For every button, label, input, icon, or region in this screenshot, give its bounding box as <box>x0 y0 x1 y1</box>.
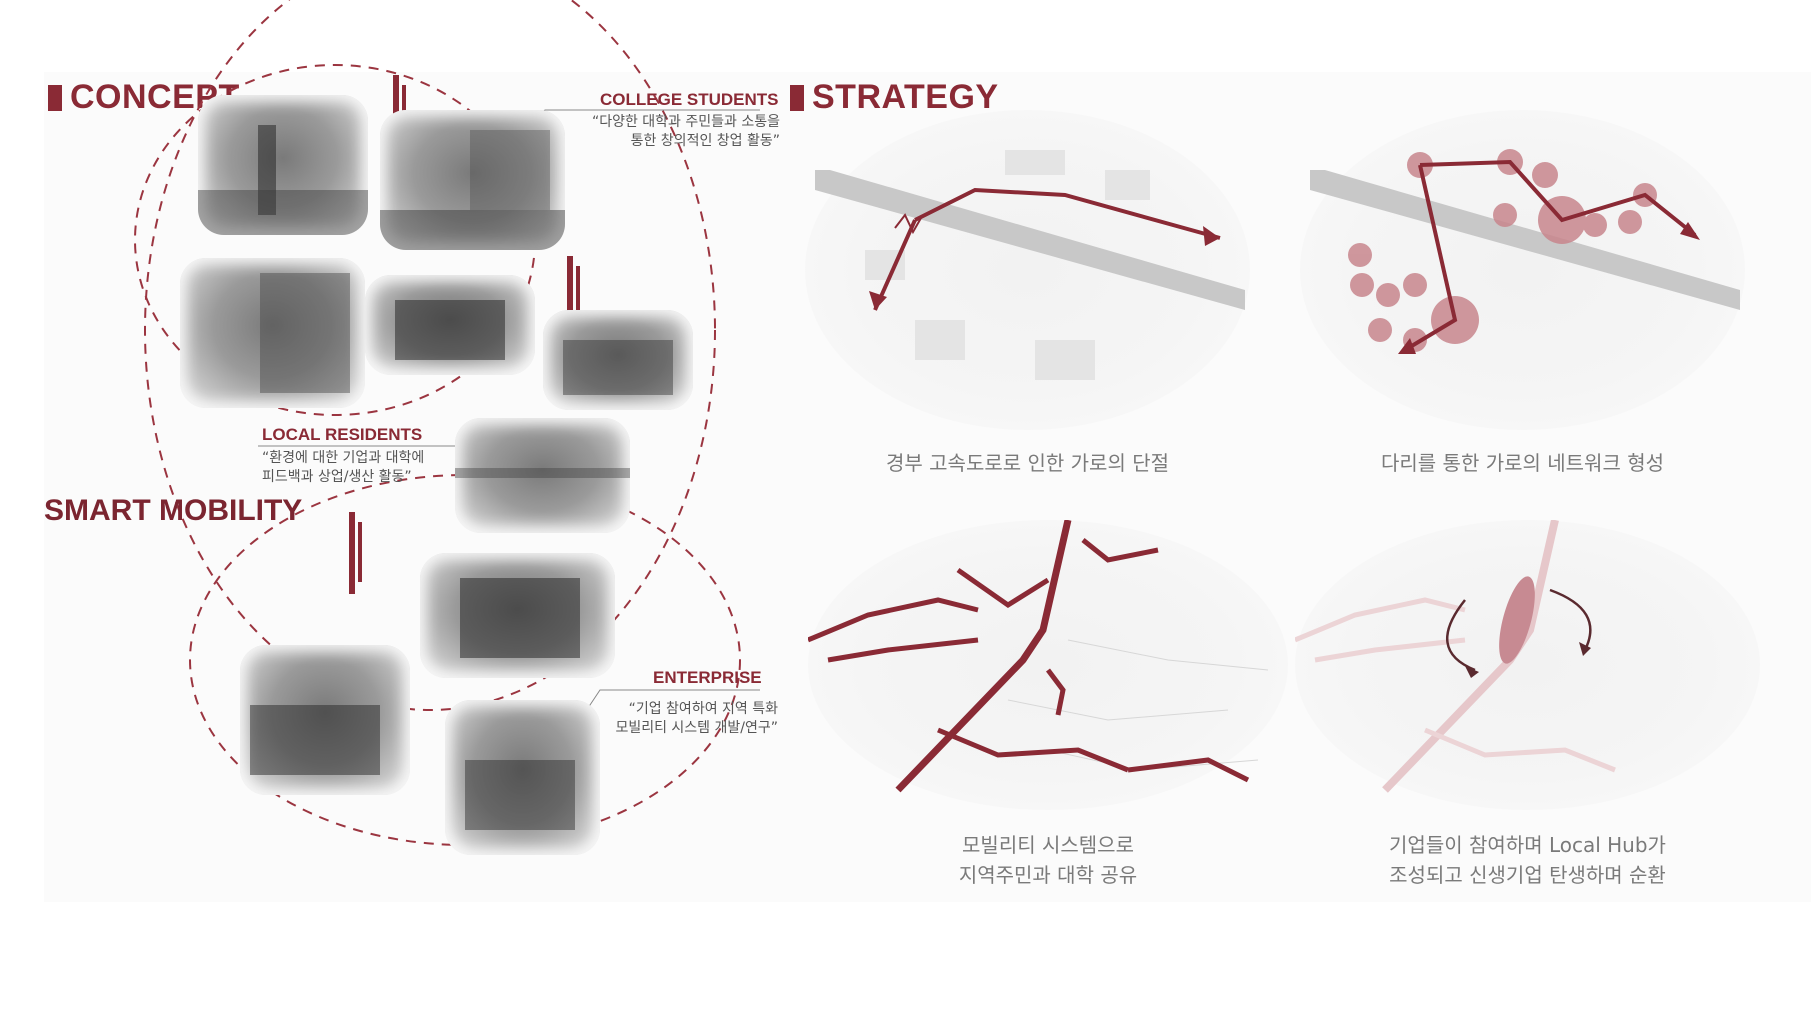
arrowhead <box>1465 666 1479 678</box>
desc-line: 피드백과 상업/생산 활동” <box>262 469 412 485</box>
node <box>1618 210 1642 234</box>
photo-students-meeting <box>365 275 535 375</box>
street <box>1067 639 1269 671</box>
smart-mobility-label: SMART MOBILITY <box>44 494 303 527</box>
local-hub <box>1499 576 1535 664</box>
node <box>1348 243 1372 267</box>
node <box>1403 273 1427 297</box>
node <box>1493 203 1517 227</box>
photo-car-hologram <box>240 645 410 795</box>
photo-campus-statue <box>198 95 368 235</box>
node <box>1532 162 1558 188</box>
strategy-heading-text: STRATEGY <box>812 78 999 116</box>
expressway <box>1310 170 1740 310</box>
caption-line: 경부 고속도로로 인한 가로의 단절 <box>885 451 1170 475</box>
desc-line: “다양한 대학과 주민들과 소통을 <box>591 114 780 130</box>
accent-bar <box>349 512 355 594</box>
local-residents-desc: “환경에 대한 기업과 대학에 피드백과 상업/생산 활동” <box>262 449 502 487</box>
photo-office-lab <box>445 700 600 855</box>
accent-bar <box>576 266 580 336</box>
mobility-line <box>1127 757 1250 783</box>
caption-line: 다리를 통한 가로의 네트워크 형성 <box>1380 451 1665 475</box>
mobility-line <box>1046 668 1066 716</box>
desc-line: “기업 참여하여 지역 특화 <box>628 701 778 717</box>
caption-local-hub: 기업들이 참여하며 Local Hub가 조성되고 신생기업 탄생하며 순환 <box>1295 830 1760 890</box>
building-block <box>1105 170 1150 200</box>
local-residents-title: LOCAL RESIDENTS <box>262 425 423 444</box>
enterprise-title: ENTERPRISE <box>653 668 762 687</box>
mobility-line <box>956 567 1050 608</box>
caption-mobility-sharing: 모빌리티 시스템으로 지역주민과 대학 공유 <box>808 830 1288 890</box>
arrowhead <box>1680 222 1700 240</box>
node <box>1368 318 1392 342</box>
diagram-disconnection <box>815 150 1245 380</box>
building-block <box>1035 340 1095 380</box>
photo-enterprise-presentation <box>420 553 615 678</box>
caption-disconnection: 경부 고속도로로 인한 가로의 단절 <box>805 448 1250 478</box>
network-route <box>1419 159 1697 237</box>
cycle-arrow-right <box>1549 588 1592 651</box>
caption-line: 모빌리티 시스템으로 <box>962 833 1134 857</box>
accent-bar <box>358 522 362 582</box>
mobility-line <box>1314 637 1466 663</box>
expressway <box>815 170 1245 310</box>
main-road <box>895 520 1072 793</box>
mobility-line <box>1295 597 1466 643</box>
mobility-line <box>1424 727 1616 773</box>
desc-line: “환경에 대한 기업과 대학에 <box>262 450 425 466</box>
route-arrow <box>873 219 917 311</box>
arrowhead <box>1398 338 1416 354</box>
photo-residential-tower <box>180 258 365 408</box>
network-route <box>1403 164 1458 352</box>
street <box>1007 699 1229 721</box>
desc-line: 통한 창의적인 창업 활동” <box>630 133 780 149</box>
cycle-arrow-left <box>1445 599 1476 672</box>
photo-local-families <box>543 310 693 410</box>
mobility-line <box>808 597 979 643</box>
node <box>1350 273 1374 297</box>
building-block <box>915 320 965 360</box>
route-arrow <box>914 187 1221 240</box>
heading-marker <box>48 84 62 111</box>
photo-university-building <box>380 110 565 250</box>
enterprise-desc: “기업 참여하여 지역 특화 모빌리티 시스템 개발/연구” <box>540 700 778 738</box>
caption-line: 조성되고 신생기업 탄생하며 순환 <box>1389 863 1666 887</box>
college-students-desc: “다양한 대학과 주민들과 소통을 통한 창의적인 창업 활동” <box>540 113 780 151</box>
arrowhead <box>1203 226 1220 246</box>
accent-bar <box>567 256 573 336</box>
node <box>1583 213 1607 237</box>
strategy-heading: STRATEGY <box>790 78 999 117</box>
mobility-line <box>1081 538 1159 563</box>
heading-marker <box>790 84 804 111</box>
desc-line: 모빌리티 시스템 개발/연구” <box>615 720 778 736</box>
node <box>1376 283 1400 307</box>
diagram-local-hub <box>1295 520 1616 793</box>
mobility-line <box>937 727 1129 773</box>
building-block <box>1005 150 1065 175</box>
caption-line: 지역주민과 대학 공유 <box>958 863 1138 887</box>
mobility-line <box>827 637 979 663</box>
orbit-residents <box>144 0 716 711</box>
arrowhead <box>1579 642 1591 656</box>
diagram-mobility-sharing <box>808 520 1269 793</box>
photo-city-aerial <box>455 418 630 533</box>
college-students-title: COLLEGE STUDENTS <box>600 90 779 109</box>
diagram-network <box>1310 149 1740 354</box>
map-local-hub <box>1295 520 1760 810</box>
arrowhead <box>869 291 887 310</box>
break-mark <box>894 213 922 235</box>
caption-network: 다리를 통한 가로의 네트워크 형성 <box>1300 448 1745 478</box>
caption-line: 기업들이 참여하며 Local Hub가 <box>1389 833 1666 857</box>
